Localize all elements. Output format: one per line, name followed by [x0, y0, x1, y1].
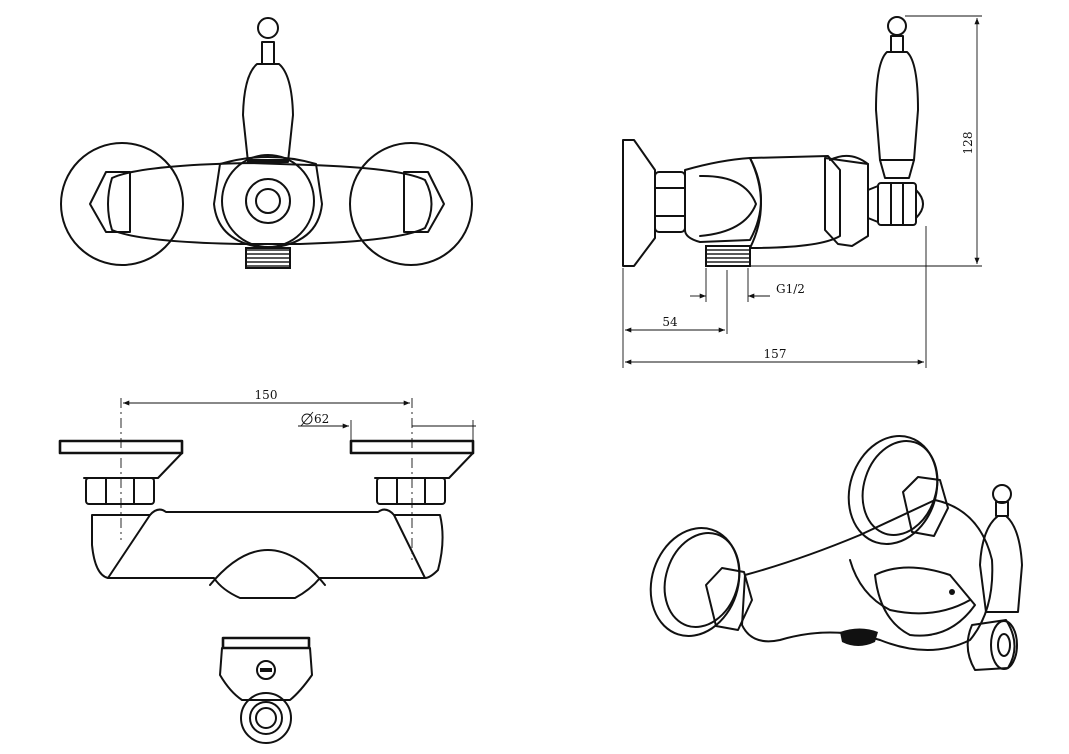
side-hex-nut-lines — [654, 187, 686, 217]
iso-nut-left — [705, 567, 753, 631]
top-dimensions: 150 62 — [123, 388, 476, 441]
side-lever-neck — [890, 35, 904, 53]
mixer-body-front — [107, 162, 433, 245]
iso-body-valve — [849, 559, 971, 615]
detail-screw — [256, 660, 276, 680]
side-hex-nut — [654, 171, 686, 233]
side-dimensions: 128 G1/2 54 157 — [622, 15, 982, 368]
iso-lever-handle — [979, 515, 1023, 613]
cartridge-cap — [824, 157, 869, 247]
front-view — [60, 17, 473, 269]
side-lever-knob — [887, 16, 907, 36]
top-view — [58, 398, 475, 599]
side-lever-collar — [879, 159, 915, 179]
body-top-inner — [107, 514, 426, 579]
right-flange — [349, 142, 473, 266]
side-view — [622, 16, 924, 267]
spindle-nut-lines — [890, 182, 904, 226]
isometric-view — [649, 435, 1023, 671]
right-nut-top — [376, 477, 446, 505]
iso-body-cap — [874, 566, 976, 637]
lever-knob — [257, 17, 279, 39]
diameter-symbol — [301, 413, 313, 425]
iso-outlet — [840, 628, 878, 646]
left-flange — [60, 142, 184, 266]
outlet-arc — [209, 549, 326, 586]
lever-hub-middle — [245, 178, 291, 224]
detail-ring-inner — [255, 707, 277, 729]
body-top — [91, 508, 444, 599]
wall-plate — [622, 139, 656, 267]
dim-outlet-offset: 54 — [662, 315, 678, 329]
iso-spindle-end — [990, 620, 1018, 670]
spindle-end — [915, 189, 924, 219]
lever-hub-inner — [255, 188, 281, 214]
detail-ring-outer — [240, 692, 292, 744]
iso-flange-right-rim — [861, 440, 939, 536]
iso-lever-neck — [995, 501, 1009, 517]
left-nut-top — [85, 477, 155, 505]
lever-handle — [242, 63, 294, 163]
outlet-thread — [245, 247, 291, 269]
side-body — [749, 155, 841, 249]
detail-screw-slot — [260, 668, 272, 672]
iso-spindle-bore — [997, 633, 1011, 657]
right-hex-nut — [403, 171, 445, 233]
lever-hub-outer — [221, 154, 315, 248]
elbow-inner — [699, 174, 757, 237]
left-nut-top-lines — [105, 477, 135, 505]
iso-screw — [949, 589, 955, 595]
detail-ring-middle — [249, 701, 283, 735]
side-lever-handle — [875, 51, 919, 161]
valve-housing — [213, 156, 323, 249]
spindle-nut — [877, 182, 917, 226]
iso-lever-knob — [992, 484, 1012, 504]
dim-flange-diameter: 62 — [314, 412, 329, 426]
outlet-detail-view — [219, 636, 313, 744]
cartridge-cap-top — [829, 154, 869, 165]
iso-nut-right — [902, 476, 949, 537]
detail-cap — [221, 636, 311, 650]
spindle-stem — [867, 185, 879, 223]
dim-thread-size: G1/2 — [776, 282, 805, 296]
dim-centre-distance: 150 — [255, 388, 278, 402]
iso-body — [741, 499, 994, 651]
detail-body — [219, 647, 313, 701]
elbow-connector — [684, 157, 762, 243]
dim-depth-total: 157 — [764, 347, 787, 361]
right-nut-top-lines — [396, 477, 426, 505]
iso-flange-right — [847, 435, 939, 545]
iso-flange-left-rim — [663, 532, 741, 628]
side-outlet-thread — [705, 245, 751, 267]
lever-neck — [261, 41, 275, 65]
dim-height-total: 128 — [961, 132, 975, 155]
iso-flange-left — [649, 527, 741, 637]
